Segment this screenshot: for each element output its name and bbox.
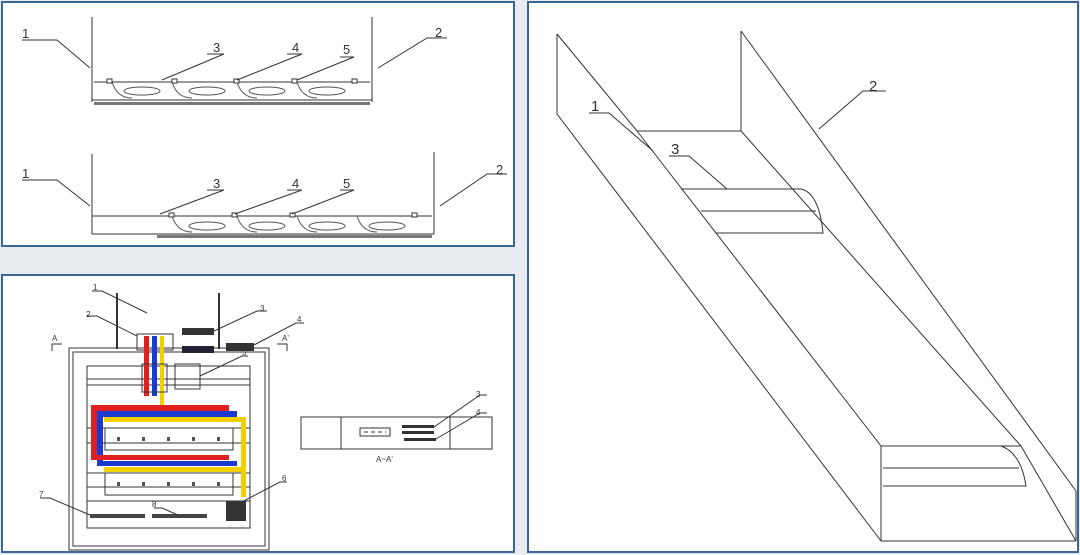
tray-section-panel: 1 2 3 4 5 1 2 3 4 5 xyxy=(1,1,515,247)
label-4: 4 xyxy=(476,408,481,417)
label-2: 2 xyxy=(435,25,442,40)
label-3: 3 xyxy=(671,141,679,158)
section-mark-a-prime: A' xyxy=(282,334,289,343)
label-3: 3 xyxy=(213,176,220,191)
label-1: 1 xyxy=(22,166,29,181)
cabinet-panel: 1 2 3 4 5 6 7 8 A A' 3 4 A~A' xyxy=(1,274,515,553)
cabinet-wiring-drawing: 1 2 3 4 5 6 7 8 A A' 3 4 A~A' xyxy=(39,283,493,551)
label-2: 2 xyxy=(869,78,877,95)
label-5: 5 xyxy=(343,176,350,191)
label-4: 4 xyxy=(292,176,299,191)
label-5: 5 xyxy=(343,42,350,57)
lower-section-view: 1 2 3 4 5 xyxy=(22,152,507,238)
label-8: 8 xyxy=(152,500,157,509)
tray-section-drawing: 1 2 3 4 5 1 2 3 4 5 xyxy=(22,17,507,238)
label-3: 3 xyxy=(260,304,265,313)
label-4: 4 xyxy=(292,40,299,55)
label-2: 2 xyxy=(496,162,503,177)
label-1: 1 xyxy=(22,26,29,41)
label-1: 1 xyxy=(93,283,98,292)
tray-block xyxy=(681,188,824,234)
section-mark-a: A xyxy=(52,334,58,343)
tray-block-front xyxy=(883,445,1027,487)
label-3: 3 xyxy=(476,390,481,399)
label-4: 4 xyxy=(297,315,302,324)
trough-3d-panel: 1 2 3 xyxy=(527,1,1079,553)
label-6: 6 xyxy=(282,474,287,483)
section-caption: A~A' xyxy=(376,455,393,464)
label-1: 1 xyxy=(591,98,599,115)
trough-3d-drawing: 1 2 3 xyxy=(556,30,1077,542)
label-2: 2 xyxy=(86,310,91,319)
label-7: 7 xyxy=(39,490,44,499)
upper-section-view: 1 2 3 4 5 xyxy=(22,17,447,105)
label-5: 5 xyxy=(242,348,247,357)
label-3: 3 xyxy=(213,40,220,55)
breaker-row xyxy=(104,427,234,496)
section-a-a-view: 3 4 A~A' xyxy=(300,390,493,464)
